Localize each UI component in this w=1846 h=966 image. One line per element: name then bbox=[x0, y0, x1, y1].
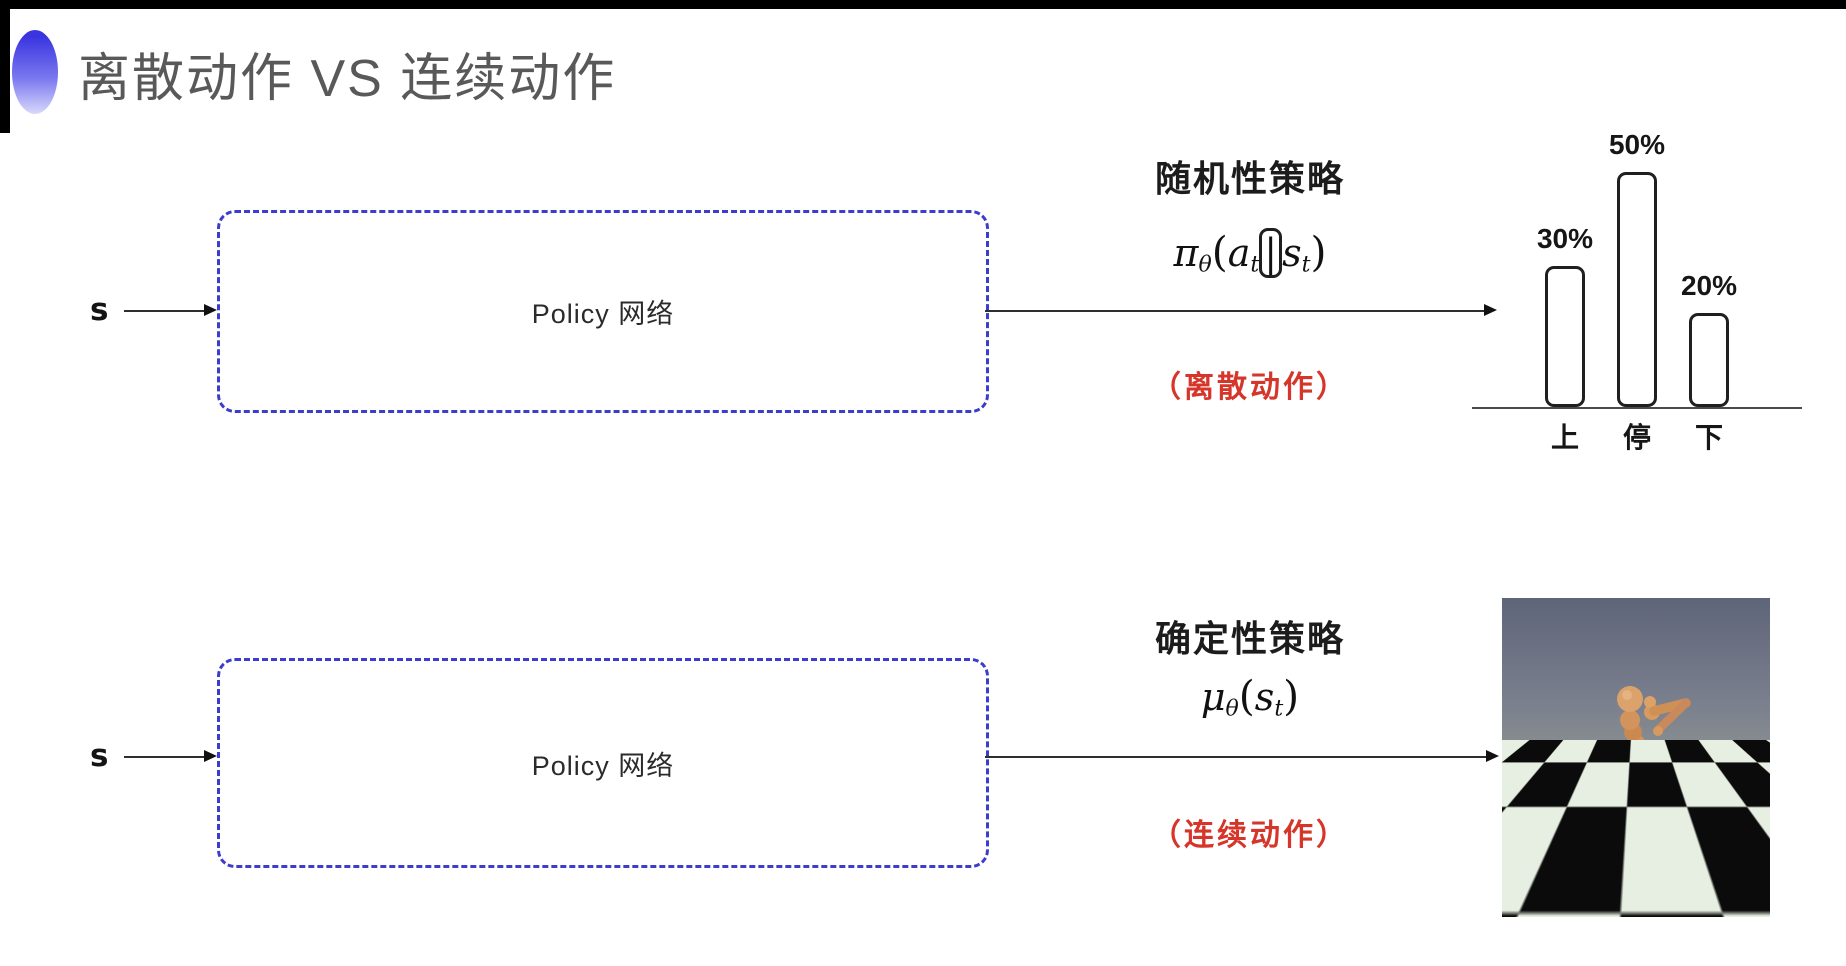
bar-stop bbox=[1617, 172, 1657, 407]
chart-bars-row: 30% 50% 20% bbox=[1472, 129, 1802, 409]
discrete-action-note-wrap: （离散动作） bbox=[1065, 362, 1435, 406]
formula-a: a bbox=[1227, 231, 1251, 275]
policy-network-box-bottom: Policy 网络 bbox=[217, 658, 989, 868]
bar-value-label: 30% bbox=[1536, 223, 1594, 254]
title-bullet-icon bbox=[12, 30, 58, 114]
arrow-input-bottom bbox=[124, 750, 217, 762]
bar-value-label: 20% bbox=[1680, 270, 1738, 301]
continuous-action-note: （连续动作） bbox=[1151, 819, 1349, 852]
stochastic-policy-title: 随机性策略 bbox=[1065, 150, 1435, 202]
chart-category-row: 上 停 下 bbox=[1472, 416, 1802, 456]
arrow-input-top bbox=[124, 304, 217, 316]
formula-s-sub: t bbox=[1301, 252, 1311, 278]
formula-mu: μ bbox=[1200, 675, 1226, 719]
continuous-action-note-wrap: （连续动作） bbox=[1065, 810, 1435, 854]
formula-open-paren: ( bbox=[1238, 672, 1255, 720]
state-input-label-top: s bbox=[90, 292, 109, 328]
category-label-up: 上 bbox=[1550, 422, 1579, 453]
arrow-output-bottom bbox=[985, 750, 1499, 762]
formula-s: s bbox=[1254, 675, 1275, 719]
deterministic-policy-label: 确定性策略 bbox=[1154, 618, 1345, 659]
state-input-label-bottom: s bbox=[90, 738, 109, 774]
formula-a-sub: t bbox=[1250, 252, 1260, 278]
action-probability-bar-chart: 30% 50% 20% 上 停 下 bbox=[1472, 96, 1802, 460]
formula-close-paren: ) bbox=[1283, 672, 1300, 720]
formula-s-sub: t bbox=[1274, 696, 1284, 722]
formula-conditional-bar: | bbox=[1259, 228, 1283, 278]
discrete-action-note: （离散动作） bbox=[1151, 371, 1349, 404]
formula-close-paren: ) bbox=[1310, 228, 1327, 276]
policy-network-label-top: Policy 网络 bbox=[531, 299, 675, 329]
humanoid-robot-image bbox=[1502, 598, 1770, 917]
bar-down bbox=[1689, 313, 1729, 407]
category-label-down: 下 bbox=[1694, 422, 1723, 453]
bar-group-down: 20% bbox=[1680, 270, 1738, 407]
policy-network-label-bottom: Policy 网络 bbox=[531, 750, 675, 781]
formula-s: s bbox=[1282, 231, 1302, 275]
stochastic-policy-formula: πθ(at|st) bbox=[1065, 228, 1435, 278]
bar-group-up: 30% bbox=[1536, 223, 1594, 407]
formula-mu-sub: θ bbox=[1225, 696, 1239, 722]
deterministic-policy-title: 确定性策略 bbox=[1065, 610, 1435, 662]
formula-pi: π bbox=[1173, 231, 1199, 275]
policy-network-box-top: Policy 网络 bbox=[217, 210, 989, 413]
bar-value-label: 50% bbox=[1608, 129, 1666, 160]
formula-open-paren: ( bbox=[1211, 228, 1228, 276]
formula-pi-sub: θ bbox=[1198, 252, 1212, 278]
arrow-output-top bbox=[985, 304, 1497, 316]
left-black-strip bbox=[0, 0, 10, 133]
humanoid-robot-figure bbox=[1571, 686, 1691, 912]
bar-up bbox=[1545, 266, 1585, 407]
deterministic-policy-formula: μθ(st) bbox=[1065, 672, 1435, 720]
top-black-bar bbox=[0, 0, 1846, 9]
stochastic-policy-label: 随机性策略 bbox=[1154, 158, 1345, 199]
page-title: 离散动作 VS 连续动作 bbox=[78, 50, 617, 108]
bar-group-stop: 50% bbox=[1608, 129, 1666, 407]
category-label-stop: 停 bbox=[1622, 422, 1651, 453]
